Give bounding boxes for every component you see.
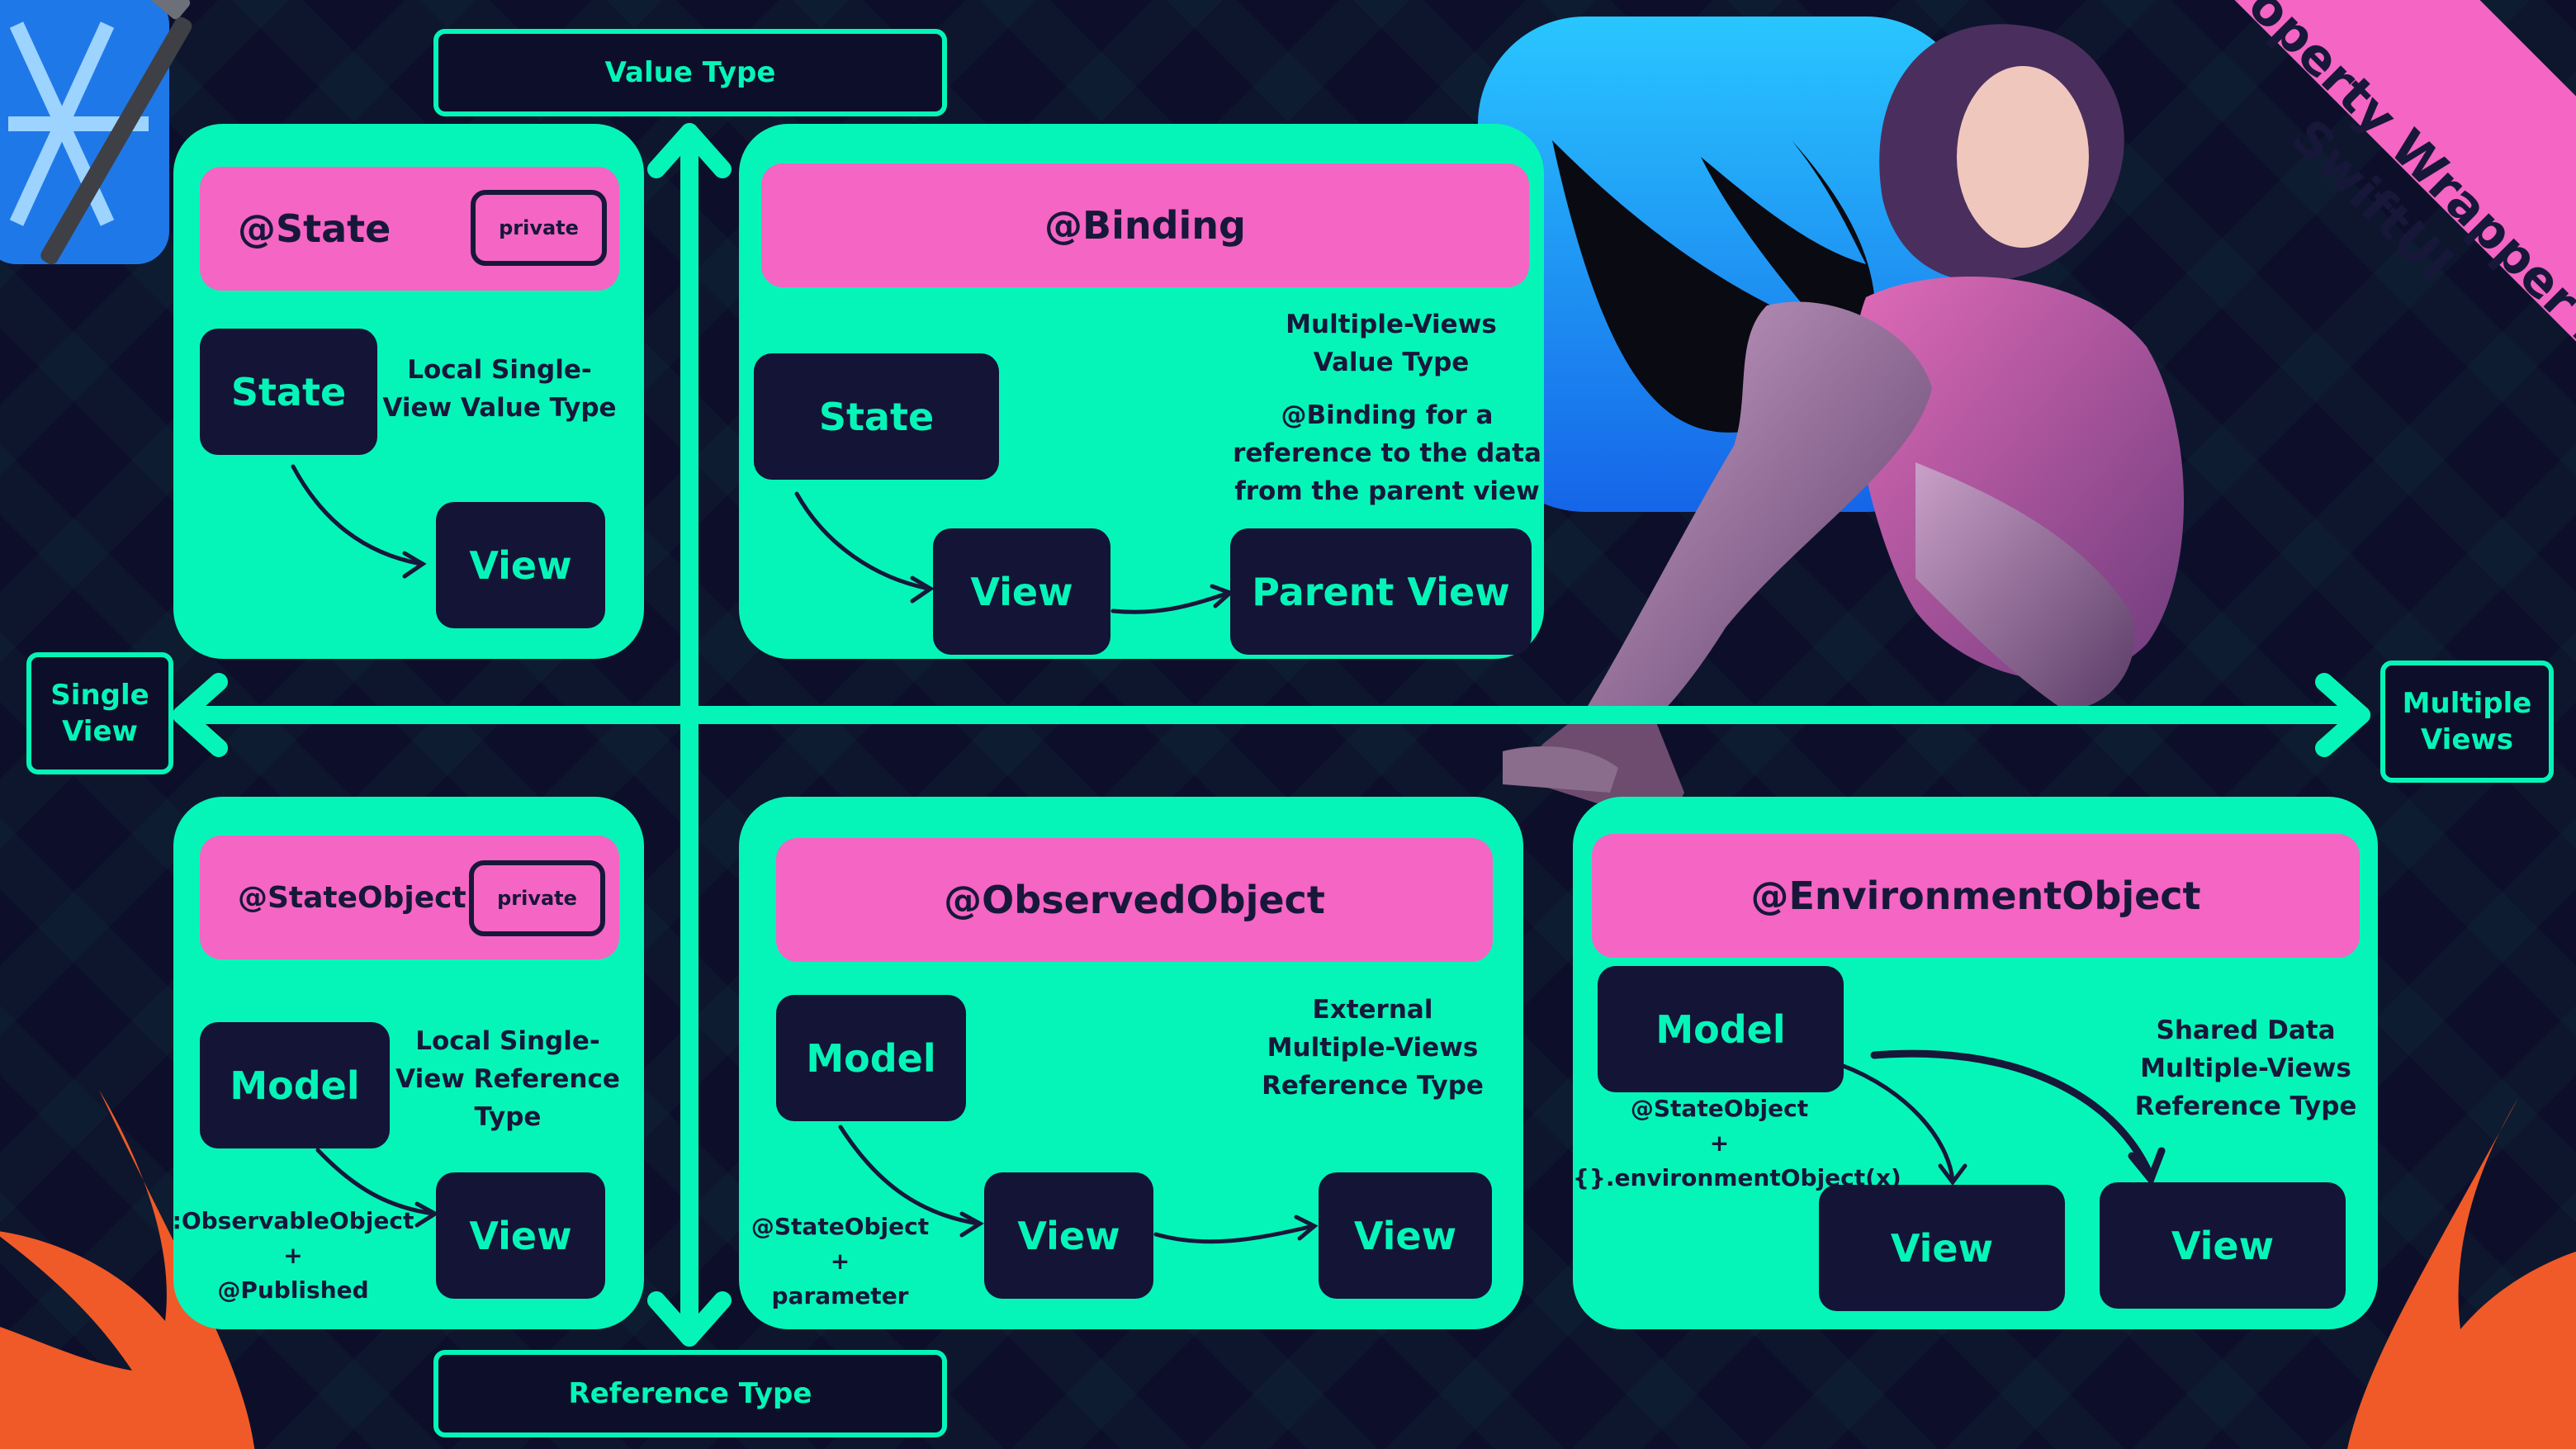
view-node: View bbox=[933, 528, 1110, 655]
observedobject-banner-label: @ObservedObject bbox=[944, 878, 1325, 922]
state-description: Local Single-View Value Type bbox=[382, 355, 617, 423]
view-node: View bbox=[984, 1172, 1153, 1299]
state-banner: @State bbox=[200, 167, 619, 291]
character-illustration bbox=[1503, 24, 2184, 826]
model-node: Model bbox=[1598, 966, 1844, 1092]
state-node: State bbox=[754, 353, 999, 480]
stateobject-description: Local Single-View Reference Type bbox=[395, 1026, 620, 1132]
value-type-label: Value Type bbox=[433, 29, 947, 116]
binding-banner: @Binding bbox=[761, 163, 1529, 287]
swift-bird-icon bbox=[2347, 1098, 2576, 1449]
environmentobject-description: Shared Data Multiple-Views Reference Typ… bbox=[2134, 1016, 2357, 1121]
xcode-icon bbox=[0, 0, 192, 265]
binding-reference-note: @Binding for a reference to the data fro… bbox=[1233, 400, 1541, 506]
model-node: Model bbox=[776, 995, 966, 1121]
model-node: Model bbox=[200, 1022, 390, 1148]
single-view-label: Single View bbox=[26, 652, 173, 774]
stateobject-banner: @StateObject bbox=[200, 836, 619, 959]
view-node: View bbox=[436, 502, 605, 628]
environmentobject-banner-label: @EnvironmentObject bbox=[1750, 874, 2201, 918]
private-badge: private bbox=[469, 860, 605, 936]
state-banner-label: @State bbox=[238, 206, 391, 251]
parent-view-node: Parent View bbox=[1230, 528, 1532, 655]
swift-bird-icon bbox=[0, 1090, 255, 1449]
view-node: View bbox=[1819, 1185, 2065, 1311]
binding-description: Multiple-Views Value Type bbox=[1286, 310, 1497, 377]
multiple-views-label: Multiple Views bbox=[2380, 661, 2554, 783]
environmentobject-banner: @EnvironmentObject bbox=[1592, 834, 2360, 958]
stateobject-banner-label: @StateObject bbox=[238, 880, 466, 915]
environment-injection-note: @StateObject + {}.environmentObject(x) bbox=[1573, 1095, 1901, 1191]
private-badge: private bbox=[471, 190, 607, 266]
state-node: State bbox=[200, 329, 377, 455]
view-node: View bbox=[436, 1172, 605, 1299]
stateobject-parameter-note: @StateObject + parameter bbox=[751, 1213, 930, 1309]
view-node: View bbox=[1319, 1172, 1492, 1299]
observedobject-description: External Multiple-Views Reference Type bbox=[1262, 995, 1484, 1101]
binding-banner-label: @Binding bbox=[1044, 203, 1246, 248]
view-node: View bbox=[2100, 1182, 2346, 1309]
reference-type-label: Reference Type bbox=[433, 1350, 947, 1437]
observedobject-banner: @ObservedObject bbox=[776, 838, 1493, 962]
observable-note: :ObservableObject + @Published bbox=[172, 1207, 414, 1304]
